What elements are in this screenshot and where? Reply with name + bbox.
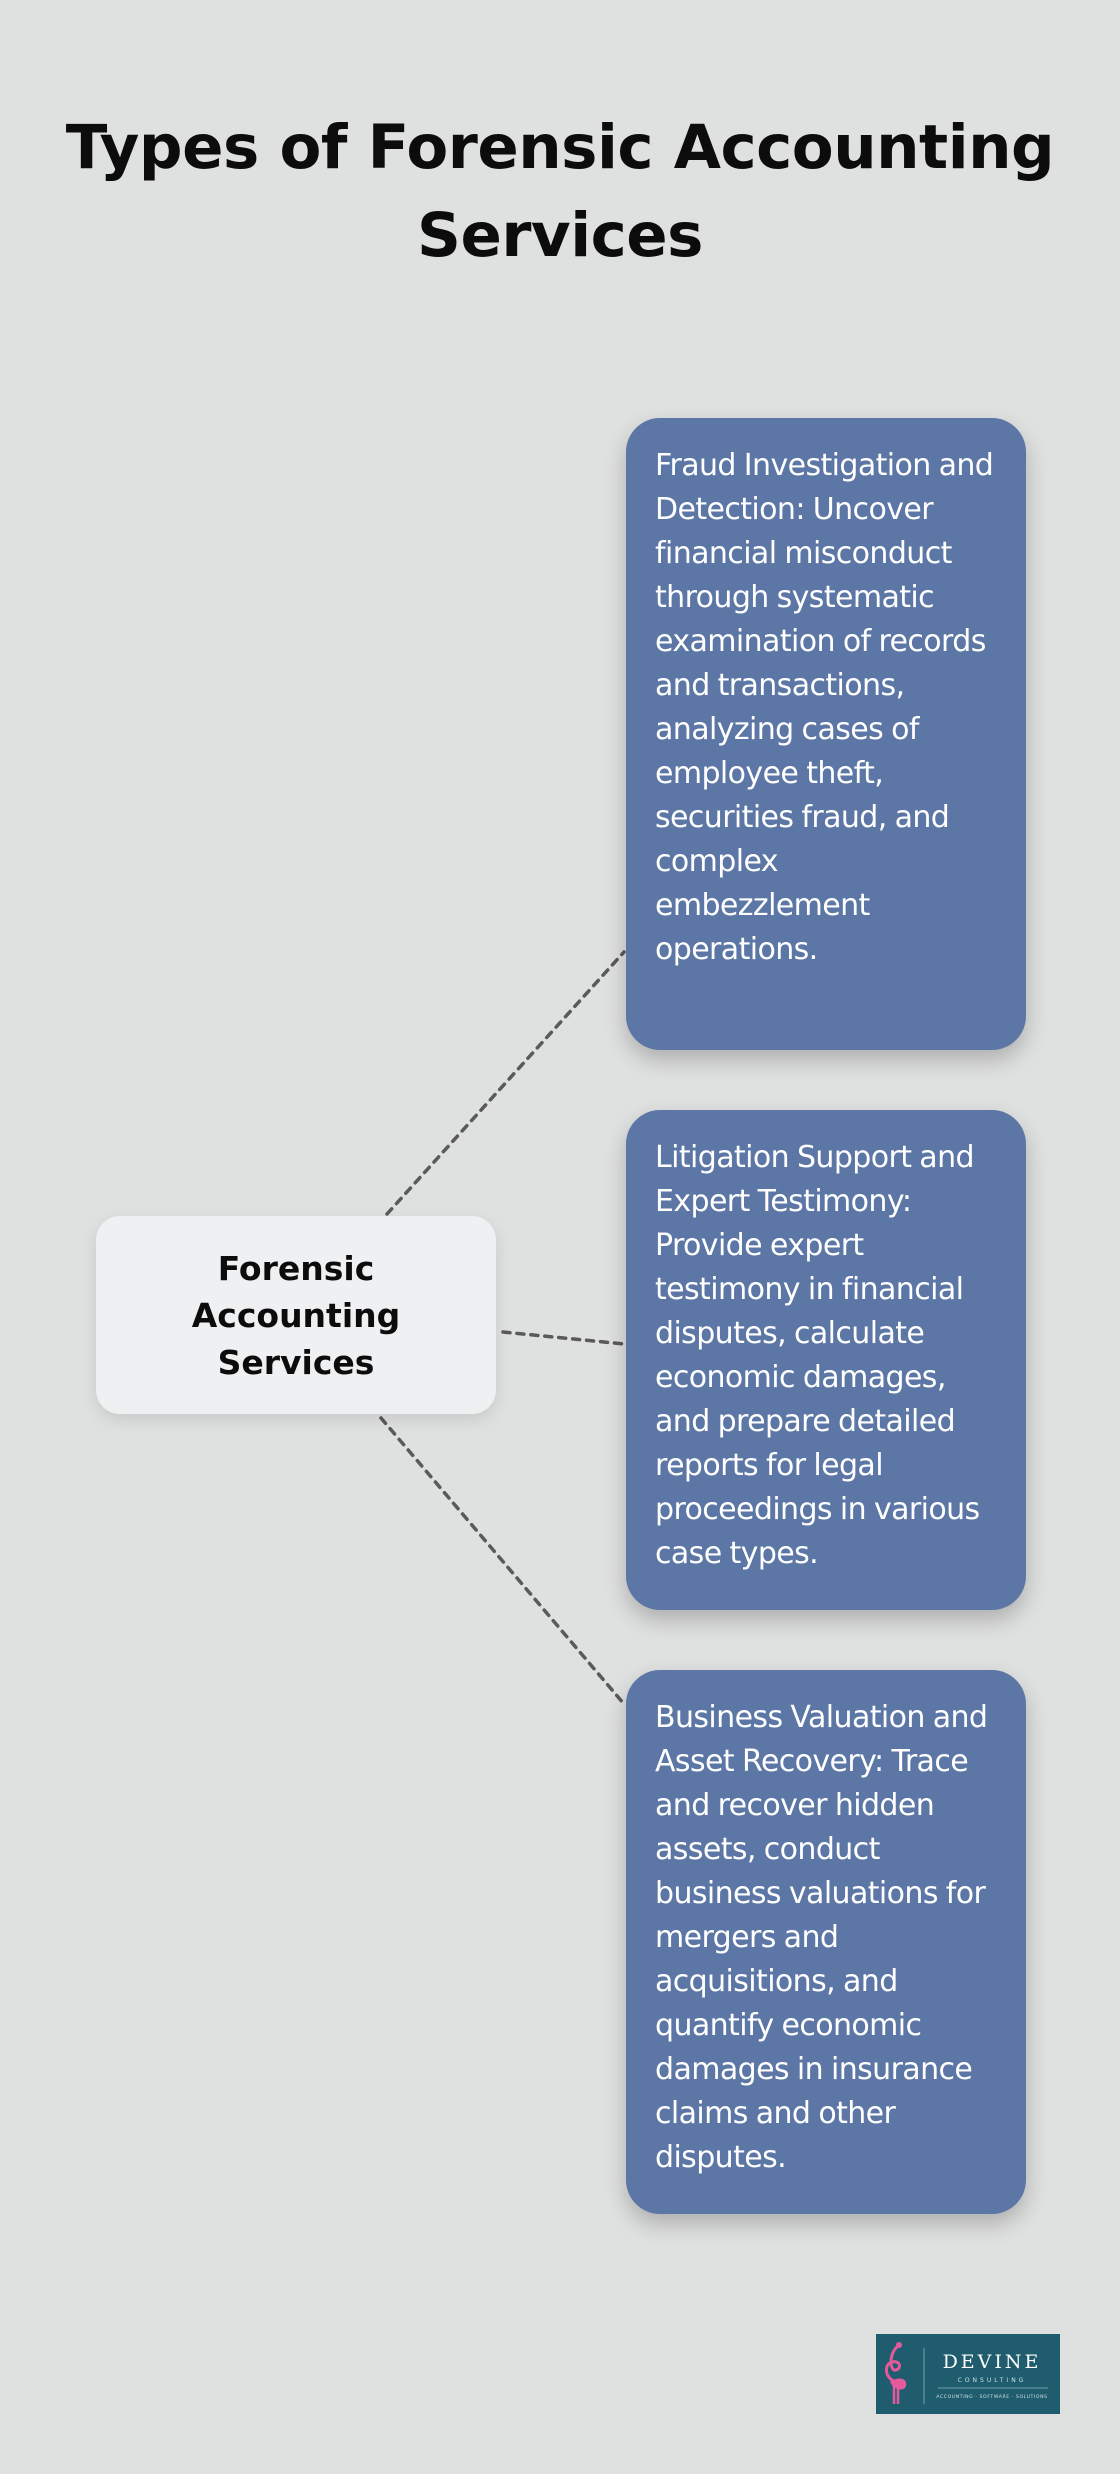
central-node: Forensic Accounting Services [96,1216,496,1414]
central-node-label: Forensic Accounting Services [191,1248,401,1382]
service-card-text: Litigation Support and Expert Testimony:… [655,1140,980,1571]
page-title: Types of Forensic Accounting Services [65,112,1055,271]
flamingo-logo-icon: DEVINE CONSULTING ACCOUNTING · SOFTWARE … [885,2342,1048,2404]
logo-tagline: ACCOUNTING · SOFTWARE · SOLUTIONS [936,2394,1047,2400]
service-card-business-valuation: Business Valuation and Asset Recovery: T… [626,1670,1026,2214]
devine-consulting-logo: DEVINE CONSULTING ACCOUNTING · SOFTWARE … [876,2334,1060,2414]
connector-line-litigation [501,1330,626,1346]
logo-subtitle: CONSULTING [958,2377,1027,2384]
service-card-fraud-investigation: Fraud Investigation and Detection: Uncov… [626,418,1026,1050]
connector-line-valuation [379,1416,626,1706]
logo-wordmark: DEVINE [943,2351,1042,2373]
connector-line-fraud [385,950,626,1216]
service-card-text: Business Valuation and Asset Recovery: T… [655,1700,988,2175]
service-card-text: Fraud Investigation and Detection: Uncov… [655,448,994,967]
service-card-litigation-support: Litigation Support and Expert Testimony:… [626,1110,1026,1610]
